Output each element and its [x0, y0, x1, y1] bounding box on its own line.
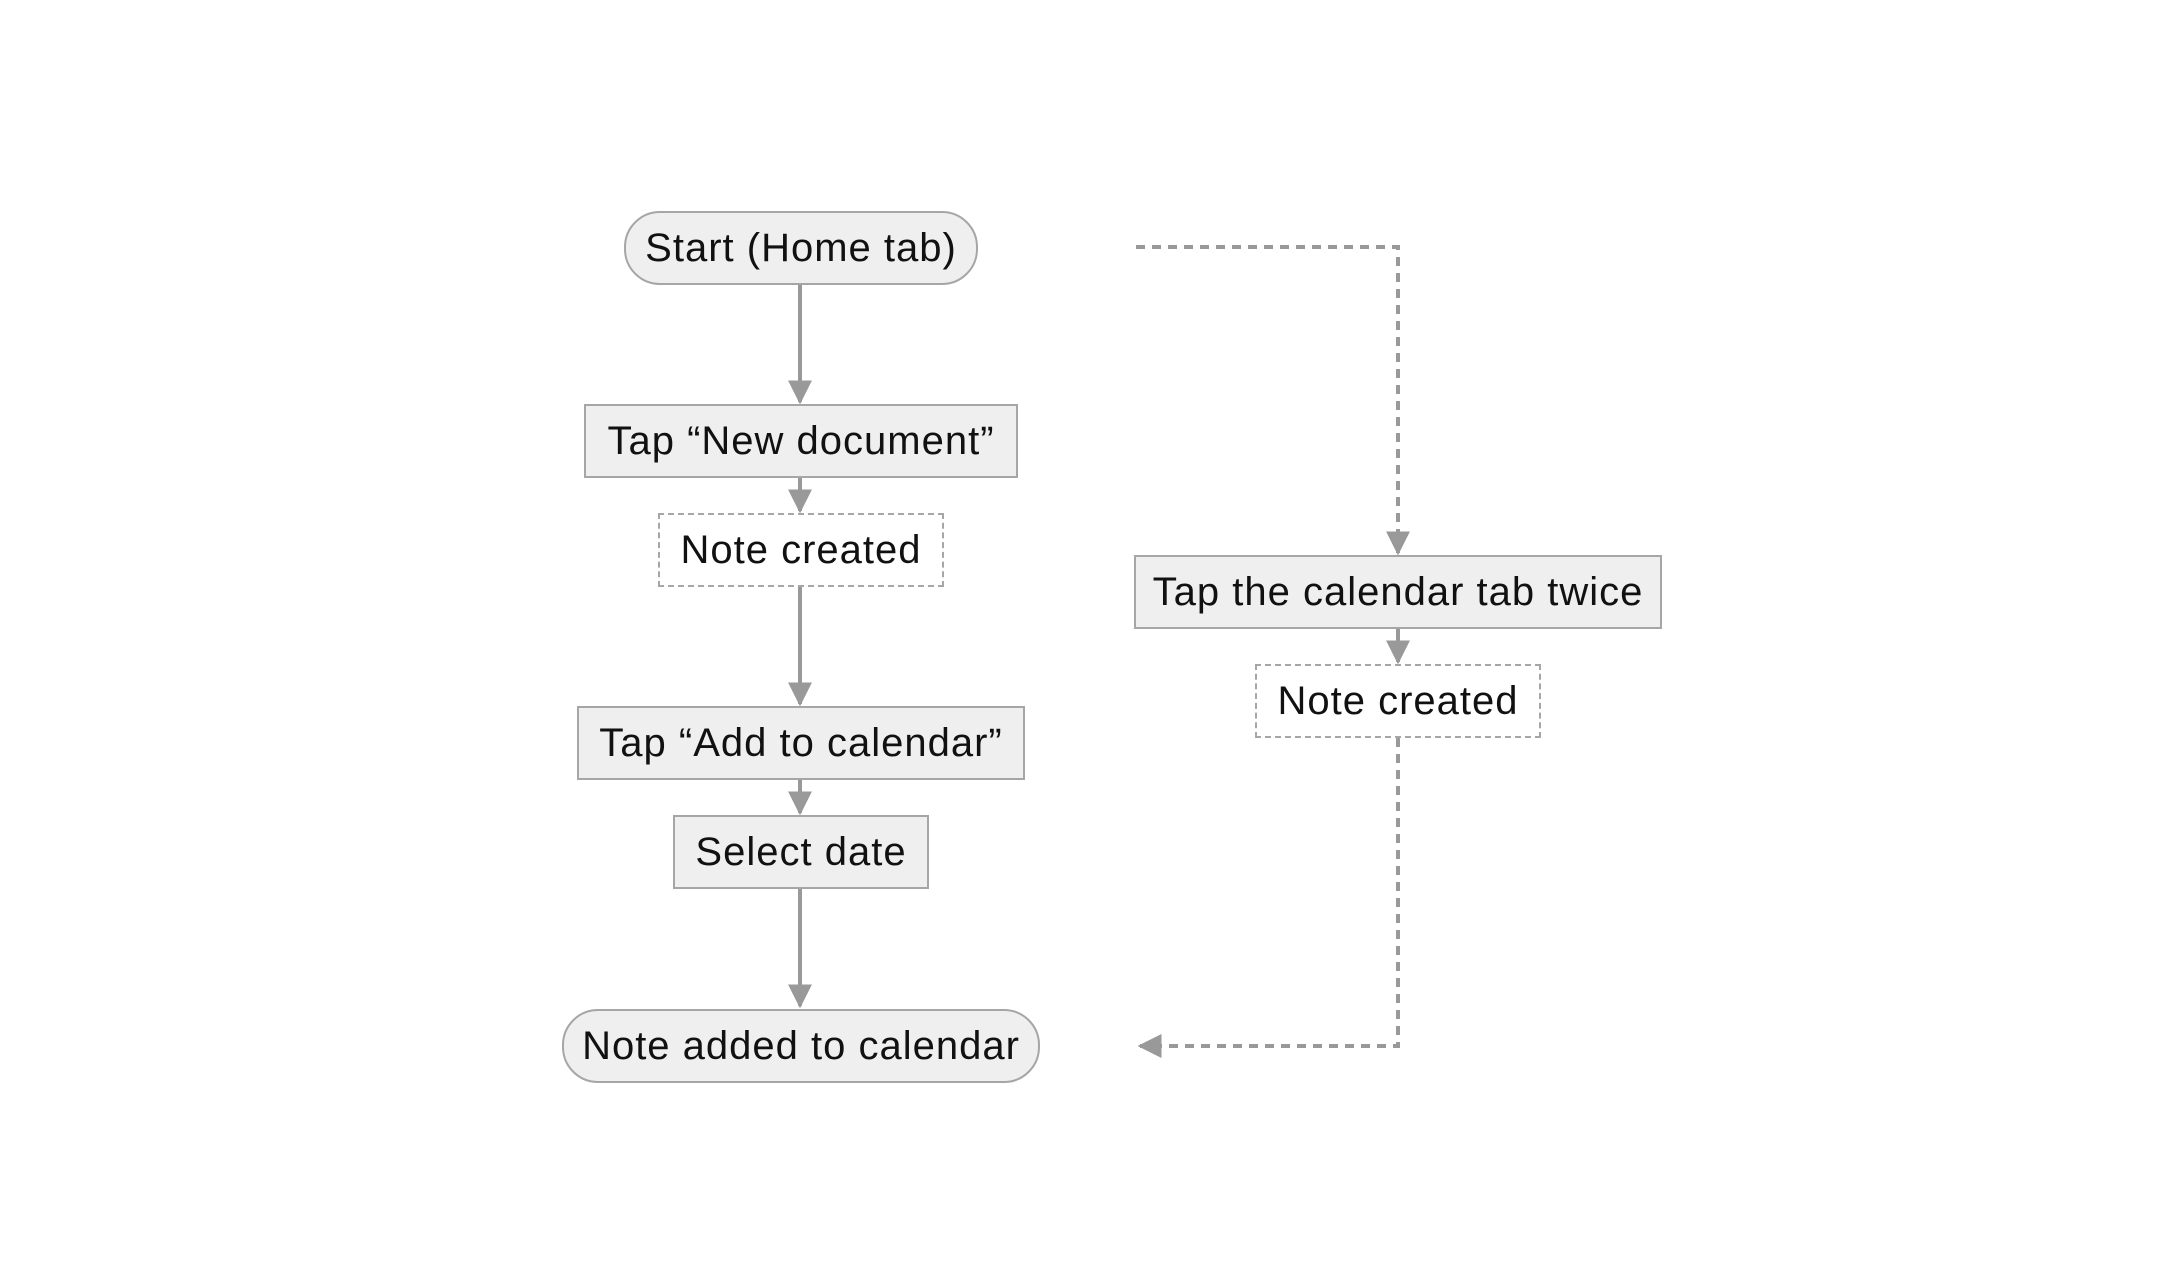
select-date-node: Select date — [673, 815, 929, 889]
dashed-path-start-to-calendar-tab — [1136, 245, 1410, 556]
note-created-node-left: Note created — [658, 513, 944, 587]
start-node: Start (Home tab) — [624, 211, 978, 285]
dashed-path-note-created-to-end — [1137, 738, 1400, 1058]
tap-calendar-tab-twice-node: Tap the calendar tab twice — [1134, 555, 1662, 629]
note-created-node-right: Note created — [1255, 664, 1541, 738]
end-node: Note added to calendar — [562, 1009, 1040, 1083]
tap-add-to-calendar-node: Tap “Add to calendar” — [577, 706, 1025, 780]
tap-new-document-node: Tap “New document” — [584, 404, 1018, 478]
